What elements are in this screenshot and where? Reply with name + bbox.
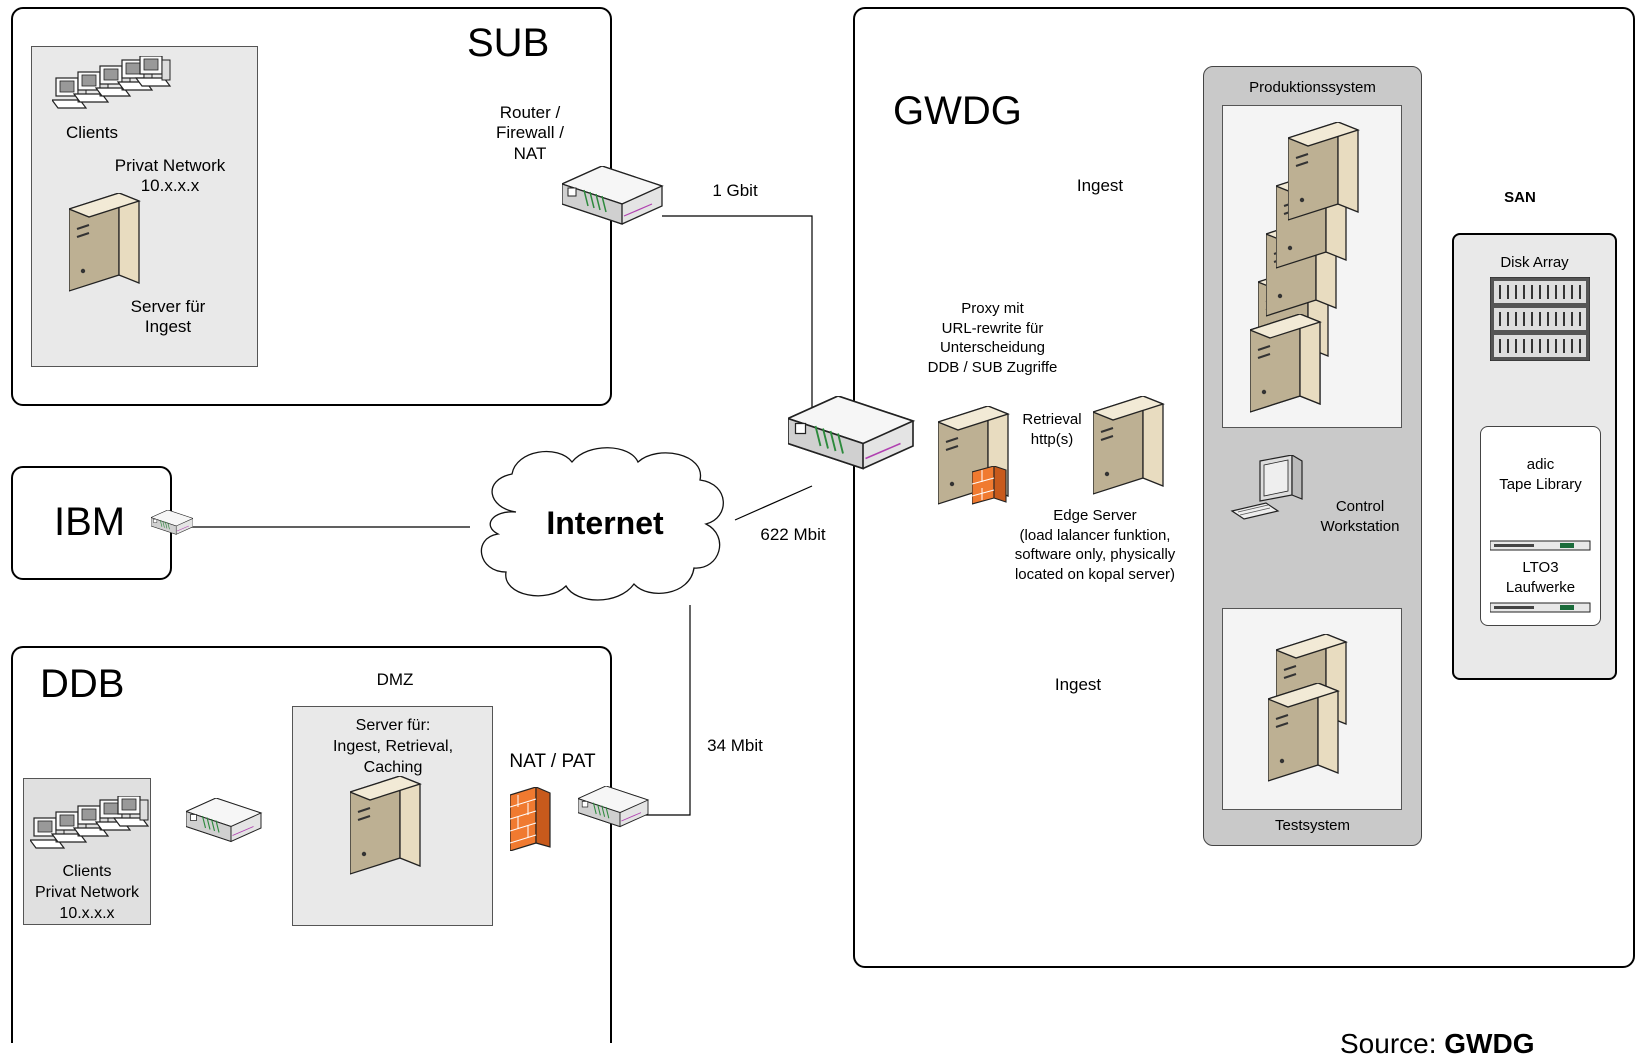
tape-library-panel — [1480, 426, 1601, 626]
nat-pat-label: NAT / PAT — [509, 751, 596, 772]
disk-array-icon — [1490, 277, 1590, 361]
zone-ibm-title: IBM — [54, 500, 126, 544]
router-icon[interactable] — [186, 798, 264, 860]
testsystem-label: Testsystem — [1274, 817, 1350, 834]
firewall-icon — [972, 466, 1007, 505]
router-icon[interactable] — [578, 786, 650, 846]
produktionssystem-label: Produktionssystem — [1249, 79, 1376, 96]
router-icon[interactable] — [788, 396, 918, 502]
server-tower-icon — [1250, 314, 1321, 413]
source-credit: Source: GWDG — [1340, 1028, 1535, 1060]
server-tower-icon — [1288, 122, 1359, 221]
link-1gbit-label: 1 Gbit — [712, 181, 758, 200]
tape-drive-icon — [1490, 540, 1591, 551]
proxy-label: Proxy mit URL-rewrite für Unterscheidung… — [927, 300, 1058, 376]
retrieval-label: Retrieval http(s) — [1022, 411, 1082, 448]
source-credit-label: Source: — [1340, 1028, 1437, 1059]
router-icon[interactable] — [562, 166, 666, 252]
router-icon[interactable] — [151, 510, 193, 546]
ingest-top-label: Ingest — [1076, 176, 1124, 195]
san-title: SAN — [1504, 189, 1536, 206]
sub-clients-label: Clients — [66, 123, 118, 142]
tape-drive-icon — [1490, 602, 1591, 613]
sub-network-label: Privat Network 10.x.x.x — [114, 156, 226, 196]
zone-ibm: IBM — [11, 466, 172, 580]
dmz-server-label: Server für: Ingest, Retrieval, Caching — [332, 717, 454, 776]
edge-server-label: Edge Server (load lalancer funktion, sof… — [1014, 507, 1176, 583]
tape-library-label: adic Tape Library — [1499, 456, 1582, 493]
server-tower-icon — [69, 193, 140, 292]
ingest-bottom-label: Ingest — [1054, 675, 1102, 694]
zone-sub-title: SUB — [467, 21, 550, 65]
dmz-label: DMZ — [376, 670, 414, 689]
zone-gwdg-title: GWDG — [893, 89, 1022, 133]
client-computers-icon — [52, 56, 171, 109]
server-tower-icon — [1093, 396, 1164, 495]
ddb-clients-label: Clients Privat Network 10.x.x.x — [34, 863, 140, 922]
control-workstation-label: Control Workstation — [1320, 498, 1400, 535]
cloud-icon — [480, 447, 724, 601]
client-computers-icon — [30, 796, 149, 849]
source-credit-value: GWDG — [1444, 1028, 1535, 1059]
server-tower-icon — [1268, 683, 1339, 782]
firewall-icon — [510, 787, 551, 851]
disk-array-label: Disk Array — [1500, 254, 1569, 271]
sub-server-label: Server für Ingest — [130, 297, 206, 337]
link-34mbit-label: 34 Mbit — [707, 736, 763, 755]
internet-label: Internet — [546, 505, 664, 541]
lto3-label: LTO3 Laufwerke — [1505, 559, 1576, 596]
link-622mbit-label: 622 Mbit — [760, 525, 826, 544]
zone-ddb-title: DDB — [40, 662, 125, 706]
sub-router-label: Router / Firewall / NAT — [495, 103, 564, 163]
server-tower-icon — [350, 776, 421, 875]
workstation-icon — [1230, 455, 1303, 520]
